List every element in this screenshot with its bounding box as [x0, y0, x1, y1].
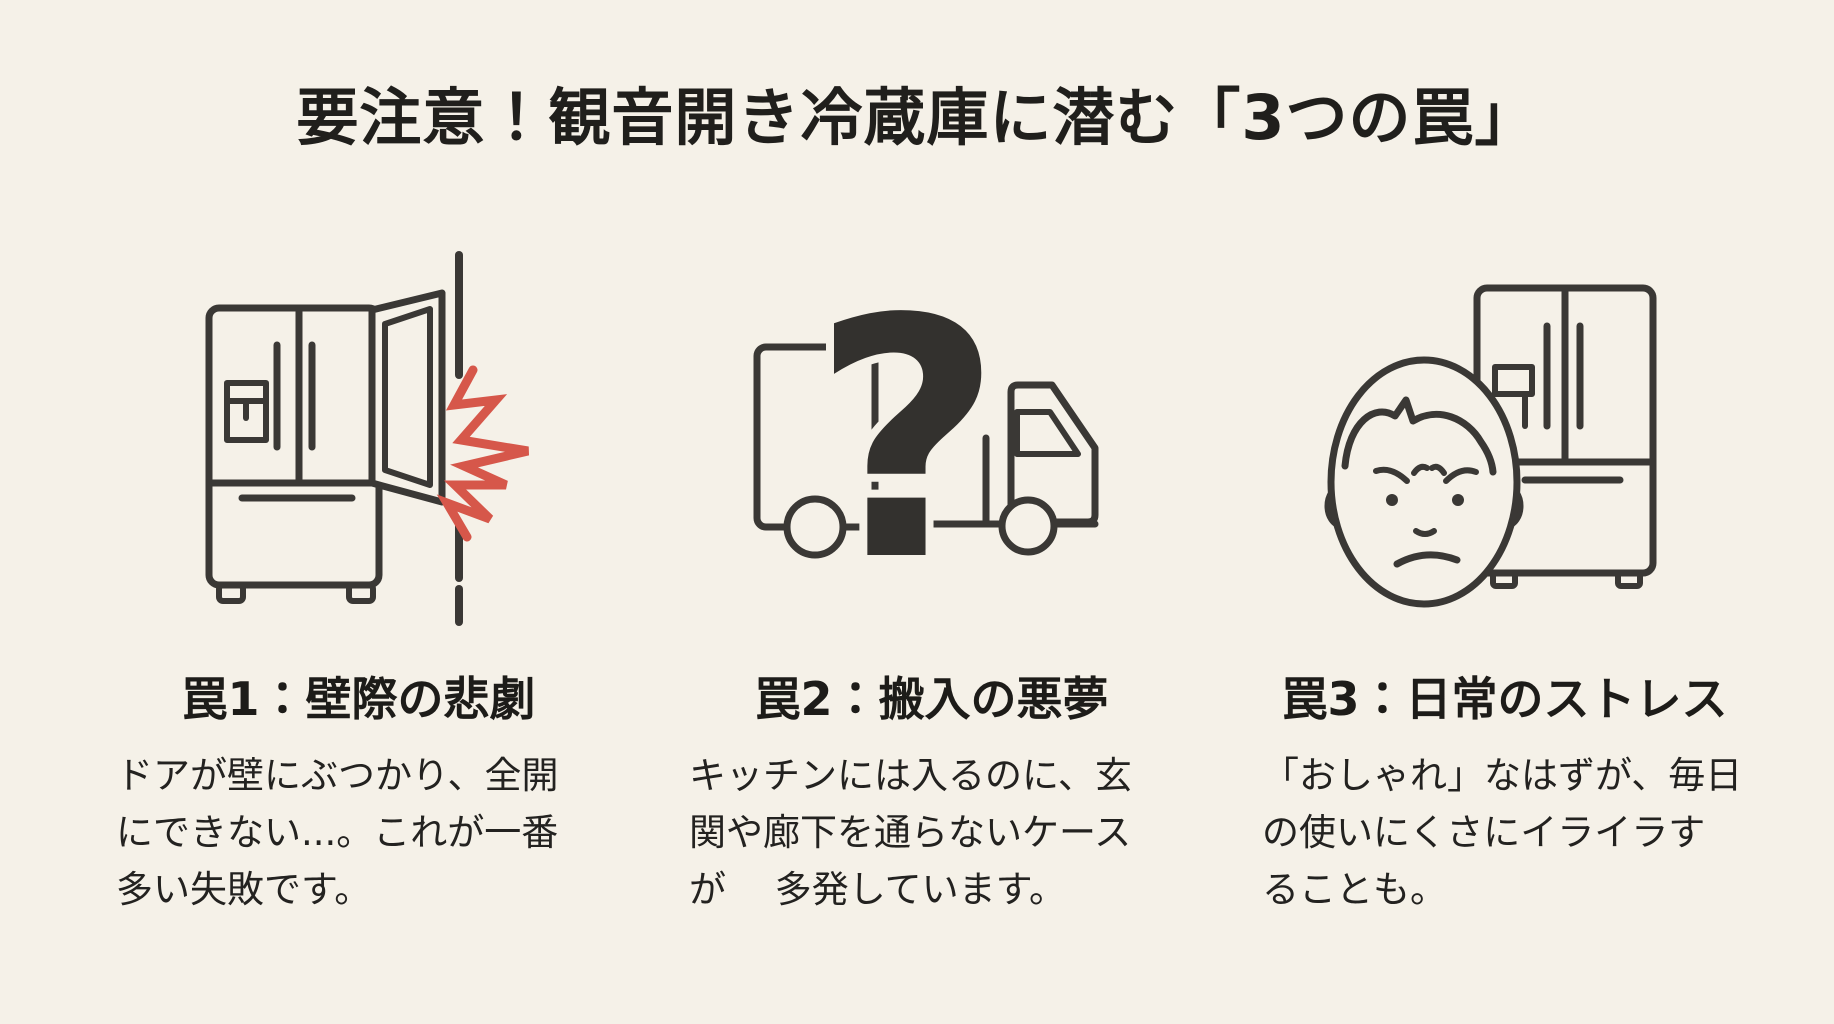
- truck-cab: [1007, 381, 1098, 526]
- traps-grid: 罠1：壁際の悲劇 ドアが壁にぶつかり、全開 にできない...。これが一番 多い失…: [0, 152, 1834, 919]
- trap-heading-1: 罠1：壁際の悲劇: [181, 672, 536, 727]
- left-eye: [1385, 494, 1398, 507]
- trap-icon-area-3: [1262, 220, 1747, 640]
- trap-card-2: ? 罠2：搬入の悪夢 キッチンには入るのに、玄 関や廊下を通らないケース が 多…: [689, 152, 1174, 919]
- truck-wheel-rear: [783, 495, 846, 559]
- angry-eyebrows: [1372, 464, 1479, 485]
- fridge-body: [205, 304, 382, 605]
- trap-body-2: キッチンには入るのに、玄 関や廊下を通らないケース が 多発しています。: [689, 753, 1132, 912]
- page-title: 要注意！観音開き冷蔵庫に潜む「3つの罠」: [296, 81, 1538, 154]
- truck-wheel-front: [998, 496, 1057, 556]
- trap-card-3: 罠3：日常のストレス 「おしゃれ」なはずが、毎日 の使いにくさにイライラす るこ…: [1262, 152, 1747, 919]
- fridge-door-hitting-wall-icon: [205, 251, 529, 627]
- hair: [1341, 396, 1496, 476]
- open-fridge-door: [368, 289, 445, 506]
- impact-burst-icon: [436, 365, 529, 542]
- angry-face-head: [1327, 356, 1520, 608]
- trap-heading-3: 罠3：日常のストレス: [1281, 672, 1728, 727]
- trap-card-1: 罠1：壁際の悲劇 ドアが壁にぶつかり、全開 にできない...。これが一番 多い失…: [116, 152, 601, 919]
- right-eye: [1451, 494, 1464, 507]
- trap-body-1: ドアが壁にぶつかり、全開 にできない...。これが一番 多い失敗です。: [116, 753, 559, 912]
- question-mark-icon: ?: [811, 270, 1002, 600]
- trap-heading-2: 罠2：搬入の悪夢: [754, 672, 1109, 727]
- nose: [1412, 528, 1437, 538]
- trap-icon-area-2: ?: [689, 220, 1174, 640]
- trap-icon-area-1: [116, 220, 601, 640]
- moving-truck-question-icon: ?: [753, 270, 1098, 600]
- trap-body-3: 「おしゃれ」なはずが、毎日 の使いにくさにイライラす ることも。: [1262, 753, 1743, 912]
- angry-face-with-fridge-icon: [1324, 284, 1656, 608]
- frown-mouth: [1393, 551, 1460, 568]
